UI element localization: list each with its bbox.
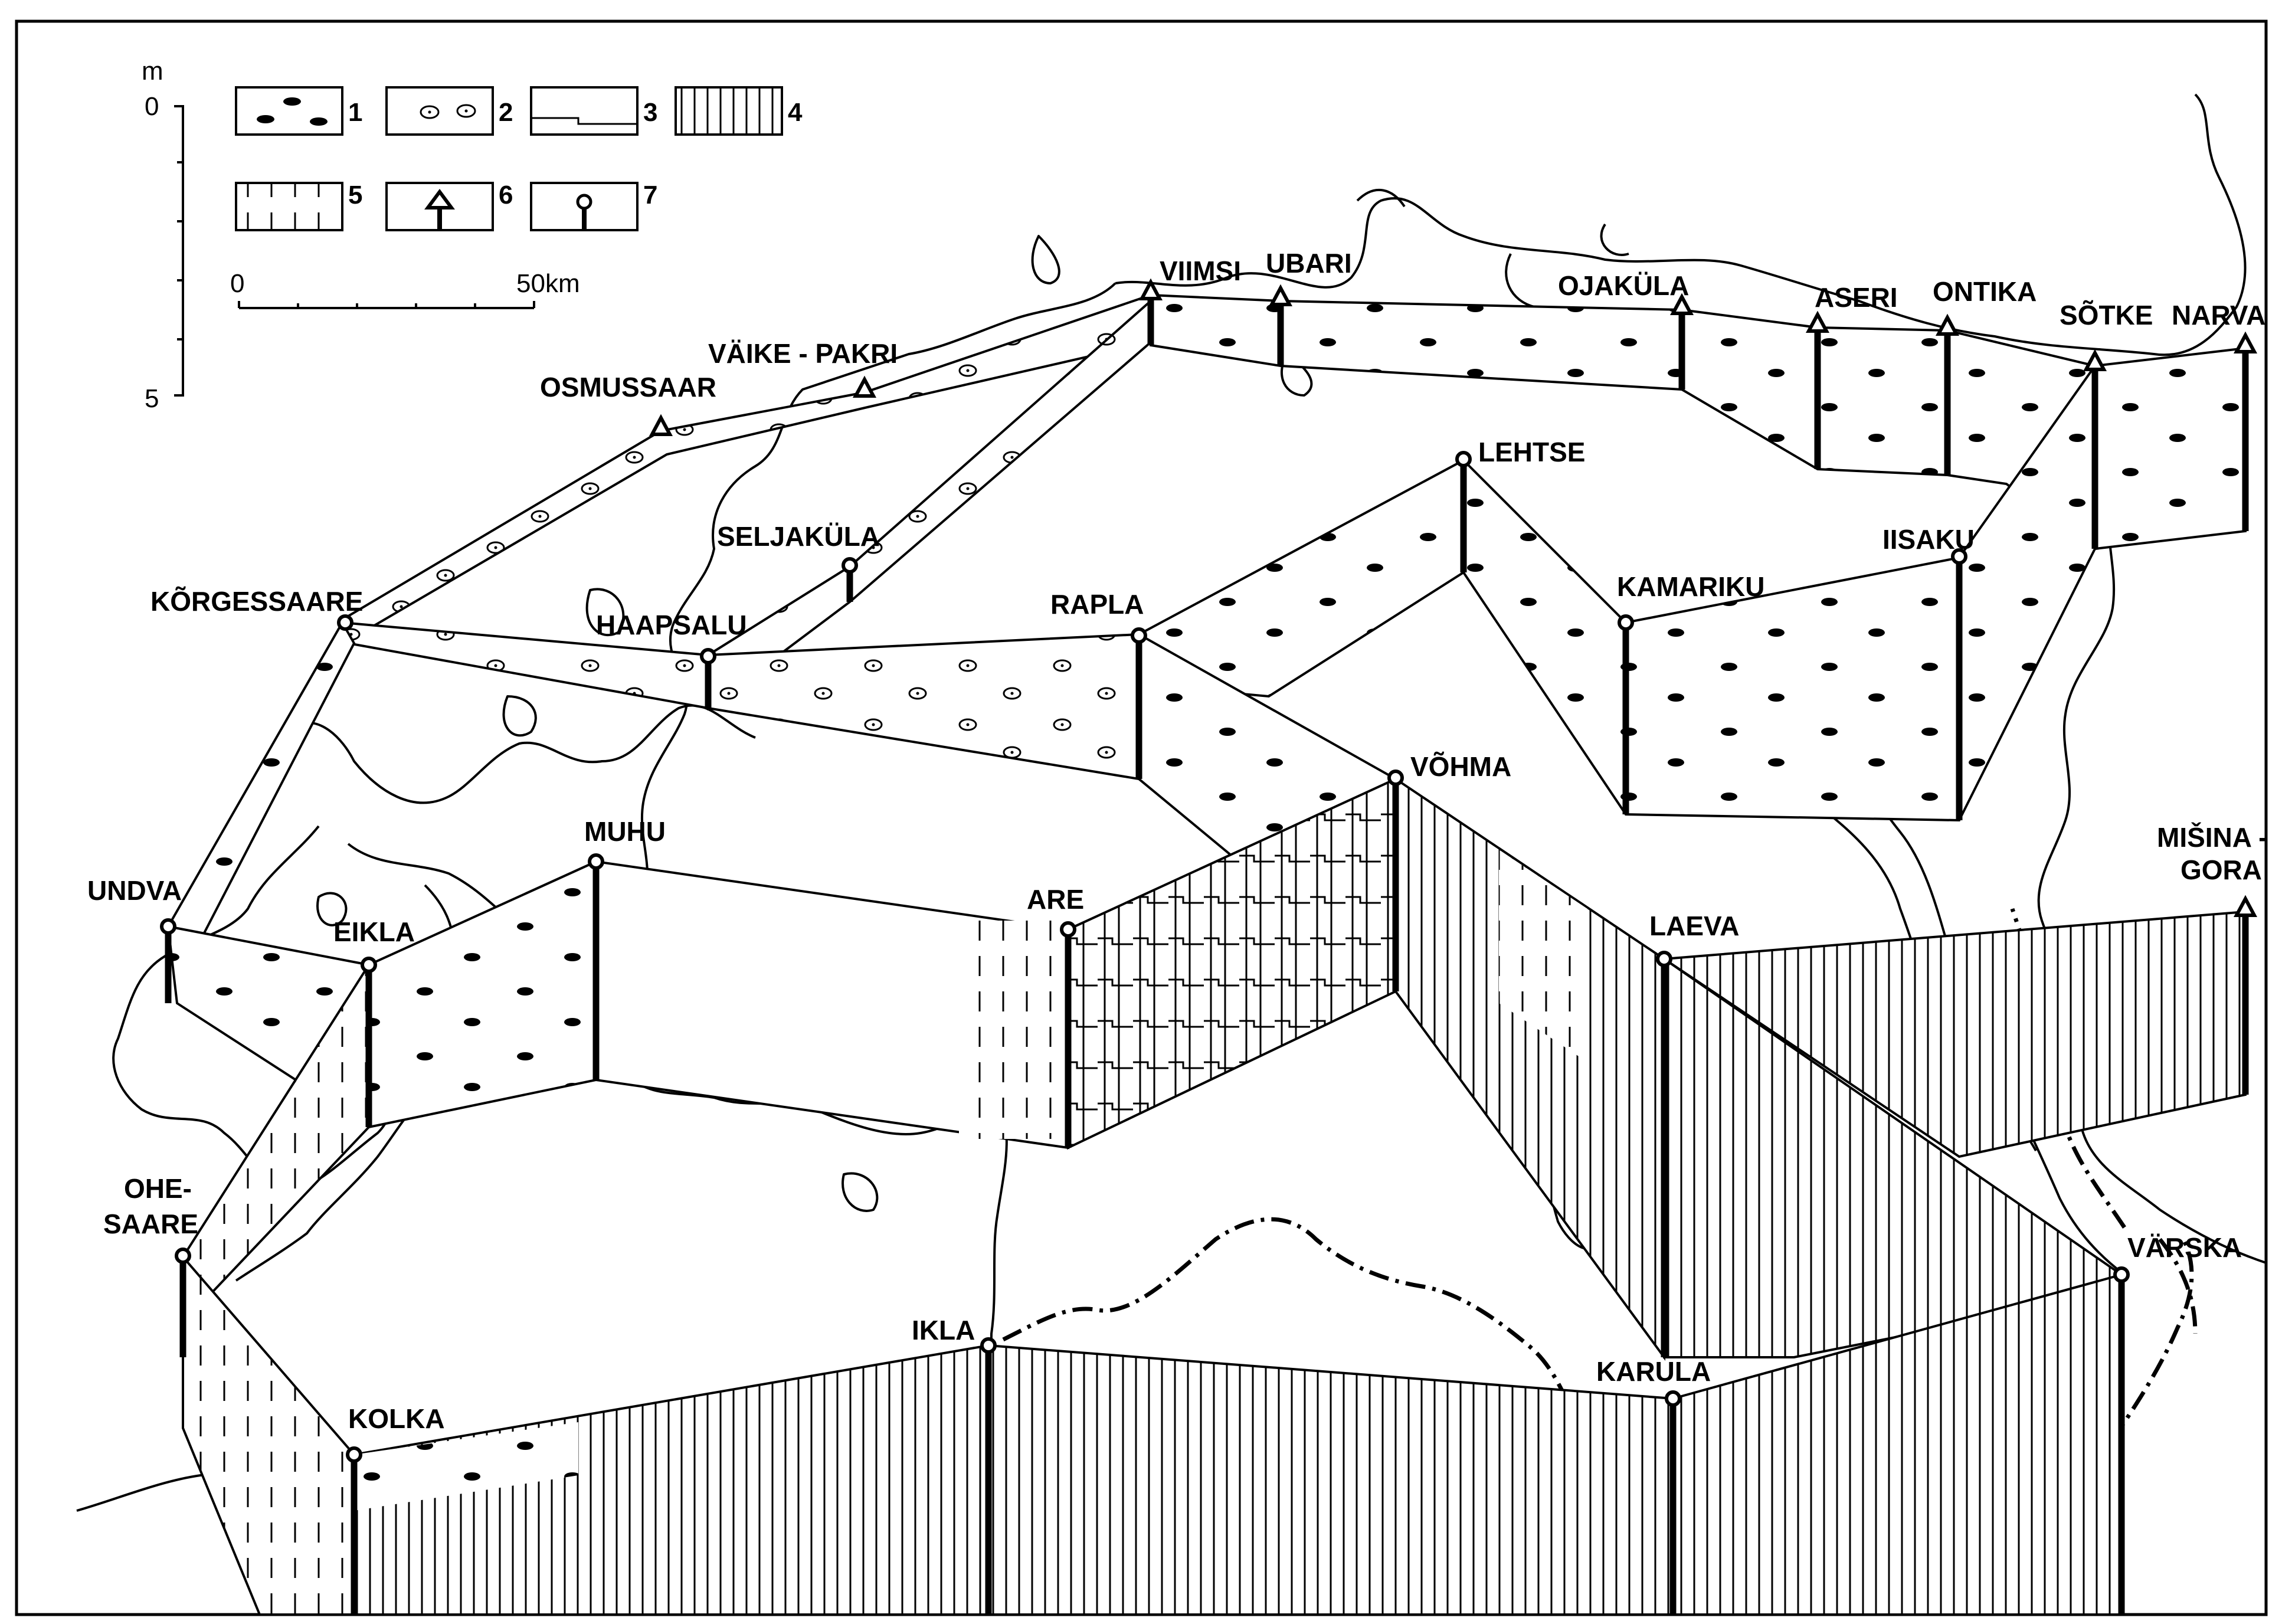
label-ubari: UBARI <box>1266 248 1352 279</box>
label-misina-2: GORA <box>2180 854 2262 885</box>
label-narva: NARVA <box>2172 300 2265 330</box>
triangle-marker-viimsi <box>1138 278 1163 300</box>
station-labels: VIIMSI UBARI OJAKÜLA ASERI ONTIKA SÕTKE … <box>87 248 2267 1434</box>
circle-marker-vohma <box>1387 770 1404 786</box>
circle-marker-kamariku <box>1618 614 1634 631</box>
circle-marker-iisaku <box>1951 548 1967 565</box>
label-ohe-2: SAARE <box>103 1209 198 1239</box>
legend-item-3: 3 <box>643 98 657 127</box>
label-eikla: EIKLA <box>333 916 415 947</box>
triangle-marker-narva <box>2233 331 2258 353</box>
label-kolka: KOLKA <box>348 1403 445 1434</box>
label-seljakula: SELJAKÜLA <box>717 521 880 552</box>
circle-marker-kolka <box>346 1446 362 1463</box>
label-ikla: IKLA <box>912 1315 975 1345</box>
legend-item-4: 4 <box>788 98 803 127</box>
label-ojakula: OJAKÜLA <box>1558 270 1689 301</box>
label-ontika: ONTIKA <box>1933 276 2037 307</box>
label-ohe-1: OHE- <box>124 1173 192 1204</box>
label-haapsalu: HAAPSALU <box>596 610 747 640</box>
circle-marker-haapsalu <box>700 648 716 664</box>
depth-tick-0: 0 <box>145 92 159 121</box>
legend-item-7: 7 <box>643 181 657 209</box>
circle-marker-karula <box>1665 1390 1681 1407</box>
label-viimsi: VIIMSI <box>1160 256 1241 286</box>
label-misina-1: MIŠINA - <box>2157 822 2267 853</box>
triangle-marker-sotke <box>2083 349 2107 371</box>
label-korgessaare: KÕRGESSAARE <box>150 586 363 617</box>
circle-marker-lehtse <box>1455 451 1472 467</box>
depth-unit: m <box>142 57 163 86</box>
circle-marker-ikla <box>980 1337 997 1354</box>
label-lehtse: LEHTSE <box>1478 437 1585 467</box>
fence-panels <box>166 293 2247 1616</box>
circle-marker-undva <box>160 918 176 935</box>
circle-marker-muhu <box>588 853 604 870</box>
label-iisaku: IISAKU <box>1882 524 1975 555</box>
station-markers <box>160 278 2258 1463</box>
scale-bar <box>238 301 535 309</box>
label-varska: VÄRSKA <box>2127 1232 2242 1263</box>
label-rapla: RAPLA <box>1050 589 1144 620</box>
label-laeva: LAEVA <box>1649 911 1740 941</box>
label-are: ARE <box>1027 884 1084 915</box>
circle-marker-varska <box>2113 1266 2130 1283</box>
label-vaike-pakri: VÄIKE - PAKRI <box>708 338 898 369</box>
label-sotke: SÕTKE <box>2060 300 2153 330</box>
triangle-marker-vaike-pakri <box>852 375 877 398</box>
triangle-marker-ontika <box>1935 313 1960 336</box>
scale-start: 0 <box>230 269 244 298</box>
legend-item-2: 2 <box>499 98 513 127</box>
label-kamariku: KAMARIKU <box>1617 571 1764 602</box>
circle-marker-ohesaare <box>175 1248 191 1264</box>
legend-item-5: 5 <box>348 181 362 209</box>
circle-marker-korgessaare <box>337 614 353 631</box>
scale-end: 50km <box>516 269 580 298</box>
legend: m 0 5 1 2 3 4 5 6 7 <box>142 57 803 413</box>
circle-marker-are <box>1060 921 1076 938</box>
label-osmussaar: OSMUSSAAR <box>540 372 716 402</box>
circle-marker-laeva <box>1656 951 1672 967</box>
depth-tick-5: 5 <box>145 384 159 413</box>
circle-marker-rapla <box>1131 627 1147 644</box>
triangle-marker-osmussaar <box>649 414 673 436</box>
triangle-marker-misina-gora <box>2233 895 2258 917</box>
label-karula: KARULA <box>1596 1356 1711 1387</box>
circle-marker-seljakula <box>842 557 858 574</box>
label-vohma: VÕHMA <box>1410 751 1511 782</box>
triangle-marker-aseri <box>1805 310 1830 333</box>
label-aseri: ASERI <box>1815 282 1898 313</box>
legend-item-6: 6 <box>499 181 513 209</box>
triangle-marker-ojakula <box>1669 293 1694 315</box>
circle-marker-eikla <box>361 957 377 973</box>
label-undva: UNDVA <box>87 875 182 906</box>
triangle-marker-ubari <box>1268 284 1293 306</box>
legend-item-1: 1 <box>348 98 362 127</box>
borehole-columns <box>165 295 2249 1615</box>
label-muhu: MUHU <box>584 816 666 847</box>
